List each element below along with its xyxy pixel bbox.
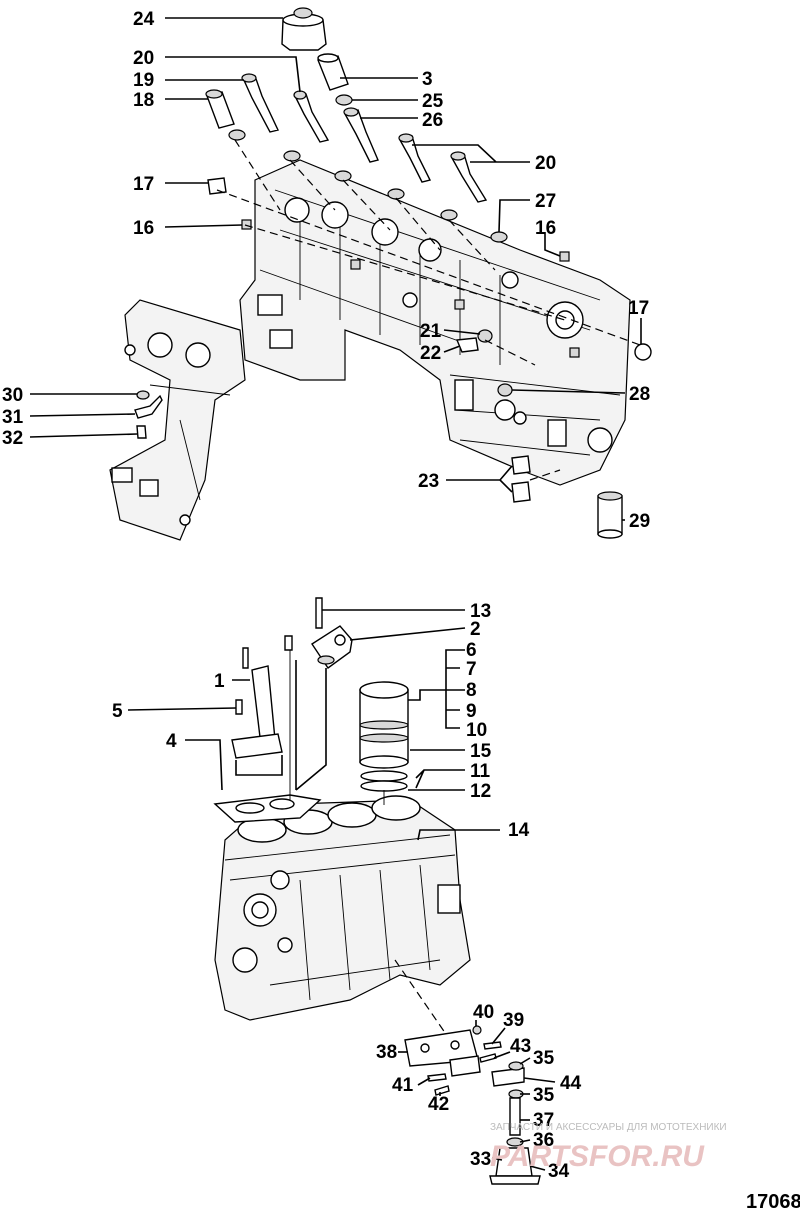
callout-41: 41 [392,1075,414,1096]
part-17-plug-right [634,343,652,361]
part-20-bolt-upper [293,90,352,182]
engine-mount-assembly [394,959,541,1185]
part-19-bolt [241,73,301,162]
part-25-seal [335,94,353,106]
callout-32: 32 [2,428,23,449]
part-20-bolts-right [398,133,488,221]
lower-guide-lines [289,650,385,805]
callout-26: 26 [422,110,443,131]
callout-4: 4 [166,731,177,752]
part-8-cylinder-liner [359,681,409,792]
part-2-13-bracket [284,597,353,669]
callout-12: 12 [470,781,491,802]
part-17-plug-left [207,177,227,195]
upper-engine-block-drawing [239,159,631,486]
callout-40: 40 [473,1002,494,1023]
part-4-gasket-hole [235,802,265,814]
part-21-plug [477,329,493,343]
part-28-plug [497,383,513,397]
part-26-bolt [343,107,405,200]
part-16-nut-left [241,219,252,230]
figure-number: 17068 [746,1191,800,1213]
part-nut [569,347,580,358]
part-22-sensor [455,337,479,353]
callout-18: 18 [133,90,154,111]
callout-42: 42 [428,1094,449,1115]
callout-23: 23 [418,471,439,492]
callout-44: 44 [560,1073,582,1094]
callout-22: 22 [420,343,441,364]
upper-assembly-lines [216,139,641,481]
callout-35b: 35 [533,1085,555,1106]
callout-8: 8 [466,680,477,701]
callout-3: 3 [422,69,433,90]
callout-27: 27 [535,191,556,212]
callout-25: 25 [422,91,444,112]
callout-1: 1 [214,671,225,692]
callout-37: 37 [533,1110,554,1131]
part-1-bracket [231,647,283,759]
part-18-sleeve [205,89,246,141]
callout-20: 20 [133,48,154,69]
callout-36: 36 [533,1130,554,1151]
callout-17b: 17 [628,298,649,319]
callout-30: 30 [2,385,23,406]
part-nut [454,299,465,310]
callout-31: 31 [2,407,24,428]
callout-28: 28 [629,384,650,405]
callout-38: 38 [376,1042,397,1063]
callout-7: 7 [466,659,477,680]
part-23-bushings [511,455,531,503]
watermark-logo: PARTSFOR.RU [490,1140,705,1173]
callout-29: 29 [629,511,650,532]
part-24-filter-cap [281,7,327,51]
callout-43: 43 [510,1036,531,1057]
callout-11: 11 [470,761,491,782]
callout-20b: 20 [535,153,556,174]
callout-24: 24 [133,9,155,30]
callout-9: 9 [466,701,477,722]
watermark-tagline: ЗАПЧАСТИ И АКСЕССУАРЫ ДЛЯ МОТОТЕХНИКИ [490,1122,727,1133]
part-3-filter-element [317,53,349,91]
callout-10: 10 [466,720,487,741]
callout-35: 35 [533,1048,555,1069]
callout-17: 17 [133,174,154,195]
part-4-gasket-hole [269,798,295,810]
callout-33: 33 [470,1149,491,1170]
part-29-sleeve [597,491,623,539]
callout-labels: 24 20 19 18 3 25 26 20 27 17 16 16 17 21… [2,9,650,1182]
left-bracket-drawing [109,299,246,541]
part-nut [350,259,361,270]
callout-19: 19 [133,70,154,91]
callout-16: 16 [133,218,154,239]
callout-34: 34 [548,1161,570,1182]
callout-5: 5 [112,701,123,722]
callout-14: 14 [508,820,530,841]
callout-2: 2 [470,619,481,640]
callout-16b: 16 [535,218,556,239]
part-16-nut-right [559,251,570,262]
part-30-32-fittings [134,390,163,439]
callout-15: 15 [470,741,492,762]
callout-6: 6 [466,640,477,661]
leader-lines [29,17,642,1171]
callout-13: 13 [470,601,491,622]
watermark: ЗАПЧАСТИ И АКСЕССУАРЫ ДЛЯ МОТОТЕХНИКИ PA… [490,1122,727,1173]
callout-39: 39 [503,1010,524,1031]
callout-21: 21 [420,321,442,342]
part-27-seal [490,231,508,243]
